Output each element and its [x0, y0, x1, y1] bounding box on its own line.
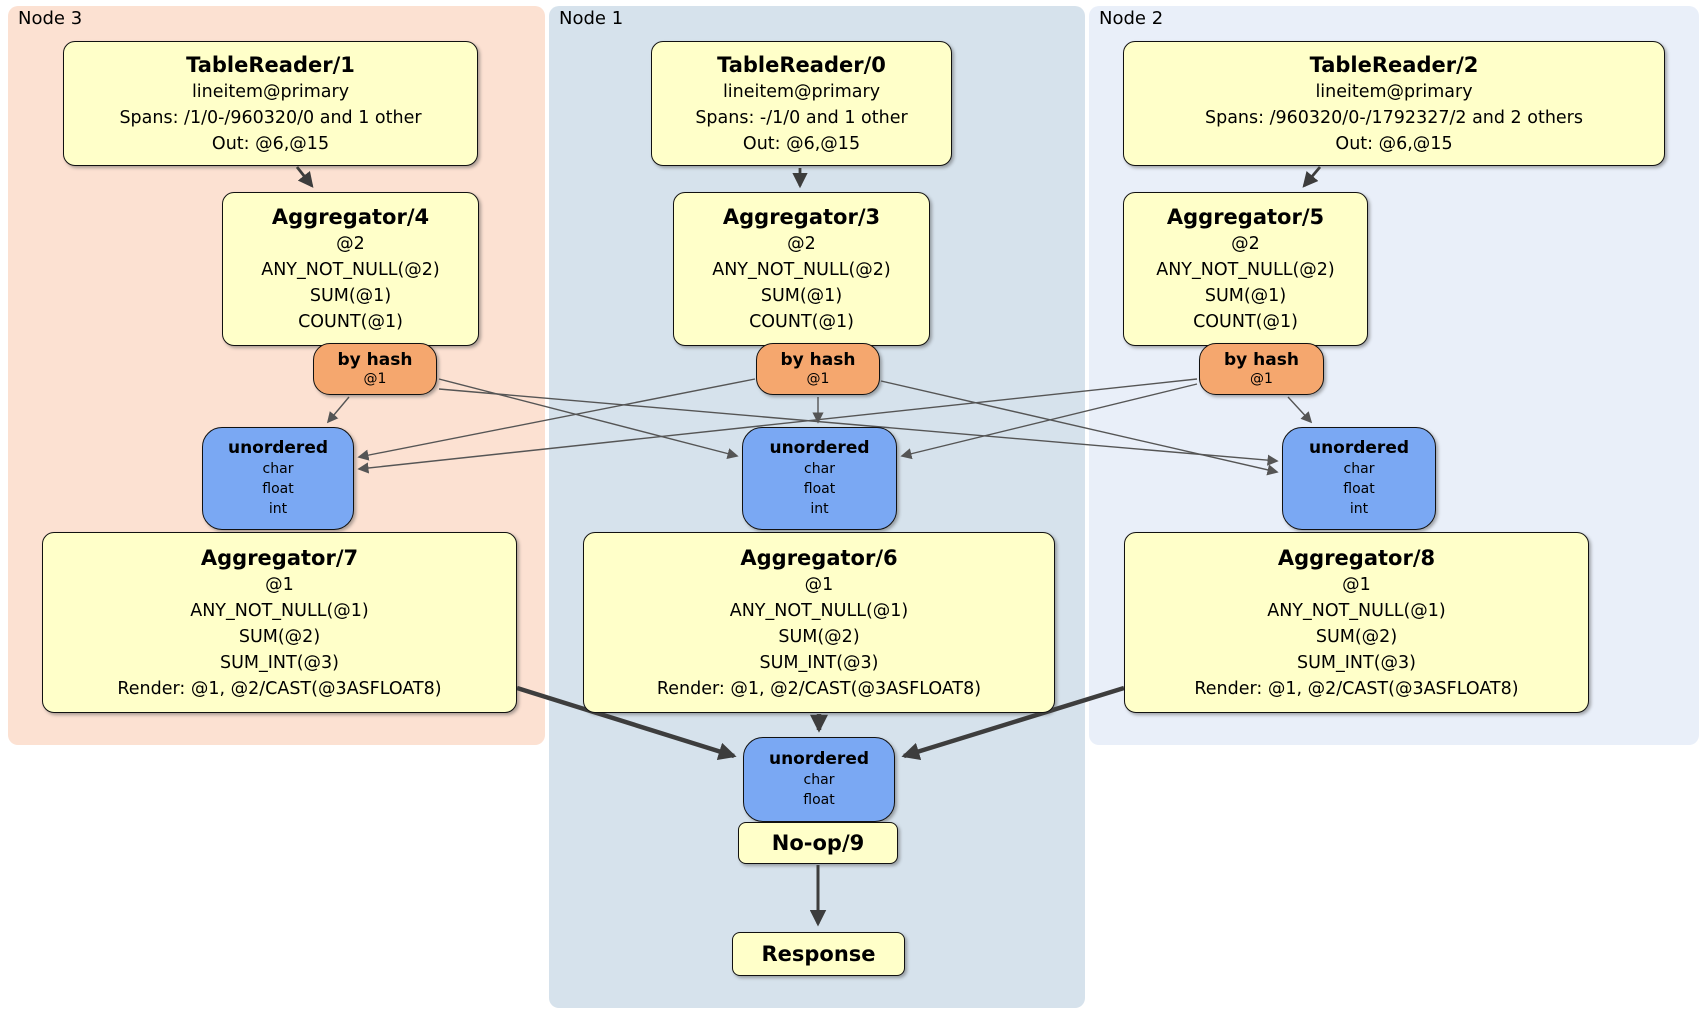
- aggregator-8-fn: SUM(@2): [1315, 626, 1398, 647]
- aggregator-3-groupcols: @2: [787, 234, 816, 254]
- aggregator-3-fn: SUM(@1): [760, 286, 843, 306]
- aggregator-5-title: Aggregator/5: [1166, 205, 1325, 229]
- aggregator-4-fn: COUNT(@1): [298, 312, 403, 332]
- aggregator-3-fn: COUNT(@1): [749, 312, 854, 332]
- tablereader-1-index: lineitem@primary: [191, 81, 350, 102]
- sync-final-title: unordered: [768, 749, 870, 769]
- sync-node1-type: int: [810, 501, 829, 517]
- tablereader-1-spans: Spans: /1/0-/960320/0 and 1 other: [119, 107, 422, 128]
- sync-node3-type: char: [262, 461, 294, 477]
- sync-unordered-node2: unordered char float int: [1282, 427, 1436, 530]
- router-by-hash-node3: by hash @1: [313, 343, 437, 395]
- sync-final-type: float: [803, 792, 835, 808]
- aggregator-4-title: Aggregator/4: [271, 205, 430, 229]
- aggregator-3-fn: ANY_NOT_NULL(@2): [712, 260, 891, 280]
- processor-aggregator-7: Aggregator/7 @1 ANY_NOT_NULL(@1) SUM(@2)…: [42, 532, 517, 713]
- sync-node2-type: char: [1343, 461, 1375, 477]
- sync-unordered-node1: unordered char float int: [742, 427, 897, 530]
- tablereader-0-title: TableReader/0: [717, 52, 886, 77]
- router-node1-title: by hash: [780, 350, 856, 370]
- router-node2-title: by hash: [1224, 350, 1299, 370]
- aggregator-5-fn: COUNT(@1): [1193, 312, 1298, 332]
- tablereader-0-index: lineitem@primary: [722, 81, 881, 102]
- aggregator-8-fn: ANY_NOT_NULL(@1): [1267, 600, 1446, 621]
- aggregator-4-fn: ANY_NOT_NULL(@2): [261, 260, 440, 280]
- router-by-hash-node2: by hash @1: [1199, 343, 1324, 395]
- router-node3-cols: @1: [363, 371, 387, 387]
- tablereader-0-out: Out: @6,@15: [742, 133, 861, 154]
- processor-tablereader-1: TableReader/1 lineitem@primary Spans: /1…: [63, 41, 478, 166]
- sync-final-type: char: [803, 772, 835, 788]
- tablereader-1-out: Out: @6,@15: [211, 133, 330, 154]
- processor-aggregator-5: Aggregator/5 @2 ANY_NOT_NULL(@2) SUM(@1)…: [1123, 192, 1368, 346]
- processor-aggregator-6: Aggregator/6 @1 ANY_NOT_NULL(@1) SUM(@2)…: [583, 532, 1055, 713]
- router-node2-cols: @1: [1250, 371, 1273, 387]
- sync-node3-title: unordered: [227, 438, 329, 458]
- aggregator-6-fn: ANY_NOT_NULL(@1): [729, 600, 909, 621]
- tablereader-2-out: Out: @6,@15: [1335, 133, 1453, 154]
- node1-label: Node 1: [559, 8, 624, 29]
- node2-label: Node 2: [1099, 8, 1164, 29]
- aggregator-6-groupcols: @1: [804, 574, 834, 595]
- aggregator-7-groupcols: @1: [265, 574, 294, 595]
- aggregator-7-render: Render: @1, @2/CAST(@3ASFLOAT8): [117, 678, 442, 699]
- router-node1-cols: @1: [806, 371, 830, 387]
- sync-node2-title: unordered: [1308, 438, 1410, 458]
- aggregator-7-fn: ANY_NOT_NULL(@1): [190, 600, 369, 621]
- aggregator-4-groupcols: @2: [336, 234, 365, 254]
- processor-aggregator-8: Aggregator/8 @1 ANY_NOT_NULL(@1) SUM(@2)…: [1124, 532, 1589, 713]
- aggregator-6-fn: SUM(@2): [778, 626, 860, 647]
- response-title: Response: [761, 942, 876, 966]
- aggregator-6-render: Render: @1, @2/CAST(@3ASFLOAT8): [656, 678, 982, 699]
- processor-tablereader-2: TableReader/2 lineitem@primary Spans: /9…: [1123, 41, 1665, 166]
- aggregator-4-fn: SUM(@1): [309, 286, 392, 306]
- aggregator-6-title: Aggregator/6: [740, 545, 898, 570]
- sync-unordered-node3: unordered char float int: [202, 427, 354, 530]
- response-box: Response: [732, 932, 905, 976]
- tablereader-2-title: TableReader/2: [1309, 52, 1479, 77]
- sync-node1-type: char: [804, 461, 835, 477]
- tablereader-0-spans: Spans: -/1/0 and 1 other: [695, 107, 908, 128]
- node3-label: Node 3: [18, 8, 83, 29]
- tablereader-2-spans: Spans: /960320/0-/1792327/2 and 2 others: [1204, 107, 1583, 128]
- processor-aggregator-4: Aggregator/4 @2 ANY_NOT_NULL(@2) SUM(@1)…: [222, 192, 479, 346]
- aggregator-7-fn: SUM_INT(@3): [220, 652, 339, 673]
- router-by-hash-node1: by hash @1: [756, 343, 880, 395]
- aggregator-6-fn: SUM_INT(@3): [759, 652, 879, 673]
- sync-node1-title: unordered: [769, 438, 870, 458]
- sync-node2-type: float: [1343, 481, 1375, 497]
- noop-9-title: No-op/9: [771, 831, 865, 855]
- aggregator-5-groupcols: @2: [1231, 234, 1260, 254]
- aggregator-8-groupcols: @1: [1342, 574, 1371, 595]
- aggregator-7-fn: SUM(@2): [238, 626, 321, 647]
- aggregator-8-title: Aggregator/8: [1277, 545, 1436, 570]
- sync-node2-type: int: [1349, 501, 1369, 517]
- aggregator-7-title: Aggregator/7: [200, 545, 359, 570]
- aggregator-3-title: Aggregator/3: [722, 205, 881, 229]
- sync-node1-type: float: [803, 481, 836, 497]
- aggregator-5-fn: SUM(@1): [1204, 286, 1287, 306]
- tablereader-1-title: TableReader/1: [186, 52, 355, 77]
- processor-noop-9: No-op/9: [738, 822, 898, 864]
- sync-node3-type: int: [268, 501, 288, 517]
- aggregator-5-fn: ANY_NOT_NULL(@2): [1156, 260, 1335, 280]
- tablereader-2-index: lineitem@primary: [1315, 81, 1473, 102]
- aggregator-8-render: Render: @1, @2/CAST(@3ASFLOAT8): [1194, 678, 1519, 699]
- sync-unordered-final: unordered char float: [743, 737, 895, 822]
- processor-tablereader-0: TableReader/0 lineitem@primary Spans: -/…: [651, 41, 952, 166]
- sync-node3-type: float: [262, 481, 294, 497]
- router-node3-title: by hash: [337, 350, 413, 370]
- processor-aggregator-3: Aggregator/3 @2 ANY_NOT_NULL(@2) SUM(@1)…: [673, 192, 930, 346]
- aggregator-8-fn: SUM_INT(@3): [1297, 652, 1416, 673]
